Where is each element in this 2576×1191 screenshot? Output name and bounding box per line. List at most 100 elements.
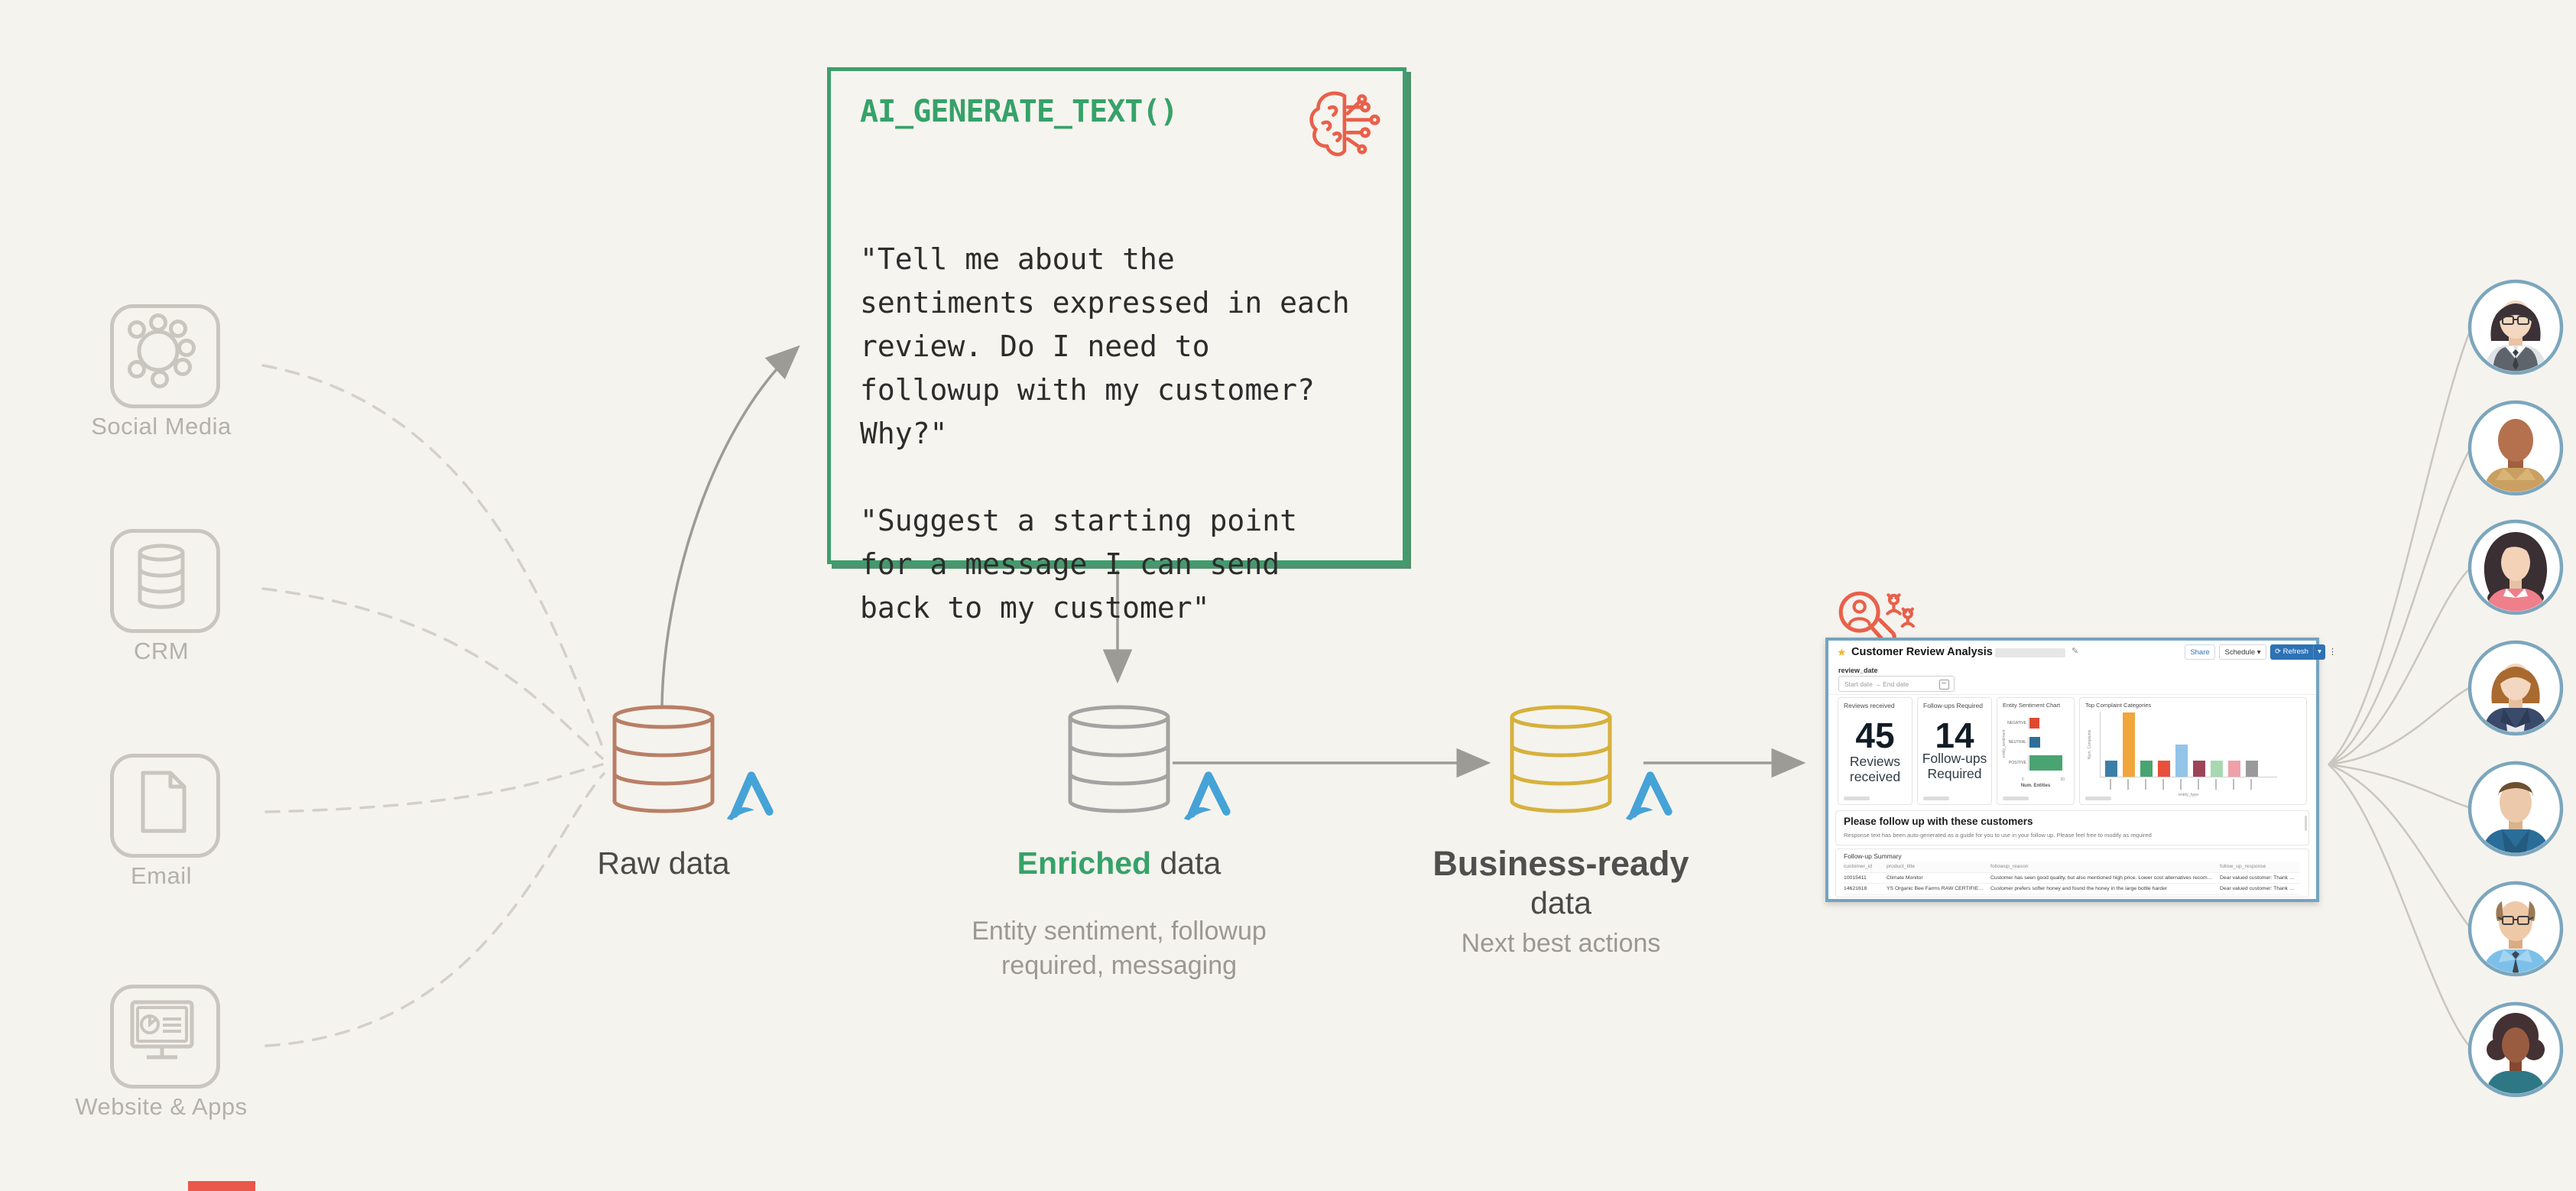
reviews-received-card: Reviews received 45 Reviews received	[1838, 697, 1913, 805]
complaints-x-axis-label: entity_type	[2178, 793, 2199, 797]
favorite-star-icon[interactable]: ★	[1837, 646, 1847, 658]
followup-heading: Please follow up with these customers	[1844, 816, 2033, 827]
avatar-woman-curly-pink	[2467, 519, 2564, 615]
brain-circuit-icon	[1309, 91, 1380, 157]
followup-table: customer_id product_title followup_reaso…	[1844, 862, 2299, 897]
avatar-man-blue-hoodie	[2467, 761, 2564, 857]
source-label: CRM	[133, 638, 190, 664]
date-range-input[interactable]: Start date → End date	[1838, 676, 1955, 692]
business-subtitle: Next best actions	[1461, 929, 1661, 958]
sentiment-x-axis-label: Num. Entities	[2020, 784, 2051, 788]
table-header-row: customer_id product_title followup_reaso…	[1844, 862, 2299, 872]
avatar-woman-bob-glasses	[2467, 279, 2564, 375]
crm-database-icon	[110, 529, 220, 633]
email-document-icon	[110, 754, 220, 858]
table-row: 14621618 YS Organic Bee Farms RAW CERTIF…	[1844, 883, 2299, 894]
date-range-placeholder: Start date → End date	[1844, 680, 1909, 688]
kebab-menu-icon[interactable]: ⋮	[2328, 647, 2337, 657]
red-accent-bar	[188, 1181, 255, 1191]
followup-subtext: Response text has been auto-generated as…	[1844, 832, 2152, 839]
website-apps-icon	[110, 985, 220, 1089]
card-caption: Follow-ups Required	[1923, 702, 1983, 709]
source-website-apps: Website & Apps	[75, 985, 247, 1120]
top-complaints-card: Top Complaint Categories Num. Complaints…	[2079, 697, 2307, 805]
source-label: Social Media	[91, 413, 232, 440]
followups-required-label: Follow-ups Required	[1922, 751, 1987, 781]
complaint-bar	[2105, 761, 2117, 777]
ai-prompt-1: "Tell me about the sentiments expressed …	[860, 242, 1367, 450]
card-footer-skeleton	[1844, 797, 1870, 800]
followup-heading-section: Please follow up with these customers Re…	[1835, 810, 2309, 845]
source-label: Email	[130, 862, 192, 889]
complaint-bar	[2123, 712, 2135, 777]
ai-prompt-2: "Suggest a starting point for a message …	[860, 504, 1315, 625]
enriched-subtitle: Entity sentiment, followup required, mes…	[972, 917, 1267, 980]
complaints-y-axis-label: Num. Complaints	[2088, 729, 2092, 759]
complaints-chart	[2100, 712, 2277, 777]
followup-table-title: Follow-up Summary	[1844, 852, 1902, 860]
avatar-woman-auburn-navy	[2467, 640, 2564, 736]
card-footer-skeleton	[1923, 797, 1949, 800]
business-data-cylinder	[1510, 705, 1612, 813]
blue-sail-logo	[726, 771, 774, 820]
dashboard-path-badge	[1995, 648, 2065, 657]
complaint-bar	[2193, 761, 2205, 777]
share-button[interactable]: Share	[2185, 644, 2215, 660]
reviews-received-value: 45	[1855, 716, 1895, 755]
avatar-fan-lines	[2328, 333, 2471, 1047]
avatar-bald-man-glasses-tie	[2467, 881, 2564, 977]
table-row: 82830710 No Pudge! Fat Free Fudge Browni…	[1844, 894, 2299, 897]
complaint-bar	[2246, 761, 2258, 777]
card-caption: Top Complaint Categories	[2085, 702, 2152, 709]
card-caption: Entity Sentiment Chart	[2003, 702, 2061, 709]
negative-bar	[2029, 718, 2039, 729]
card-footer-skeleton	[2003, 797, 2029, 800]
followups-required-card: Follow-ups Required 14 Follow-ups Requir…	[1917, 697, 1992, 805]
schedule-button[interactable]: Schedule ▾	[2219, 644, 2266, 660]
complaint-bar	[2175, 745, 2188, 777]
sentiment-chart: NEGATIVE NEUTRAL POSITIVE	[2003, 715, 2071, 775]
card-caption: Reviews received	[1844, 702, 1895, 709]
blue-sail-logo	[1625, 771, 1672, 820]
dashboard-title: Customer Review Analysis	[1851, 646, 1993, 658]
ai-generate-text-box: AI_GENERATE_TEXT() "Tell me about the se…	[827, 67, 1406, 625]
avatar-bald-man-tan	[2467, 400, 2564, 496]
dashed-source-connectors	[261, 364, 605, 1047]
edit-pencil-icon[interactable]: ✎	[2072, 647, 2079, 656]
neutral-bar	[2029, 737, 2041, 748]
refresh-button[interactable]: ⟳ Refresh	[2270, 644, 2313, 660]
complaints-x-tick-labels	[2104, 779, 2277, 792]
complaint-bar	[2158, 761, 2170, 777]
ai-function-title: AI_GENERATE_TEXT()	[860, 94, 1178, 129]
followups-required-value: 14	[1935, 716, 1974, 755]
filter-field-label: review_date	[1838, 667, 1878, 674]
enriched-highlight: Enriched	[1017, 845, 1152, 881]
source-social-media: Social Media	[91, 304, 231, 440]
calendar-icon	[1939, 680, 1949, 690]
dashboard-header: ★ Customer Review Analysis ✎ Share Sched…	[1828, 641, 2337, 664]
source-crm: CRM	[110, 529, 220, 664]
enriched-data-cylinder	[1068, 705, 1170, 813]
avatar-woman-afro-teal	[2467, 1001, 2564, 1098]
header-separator	[1828, 694, 2316, 695]
entity-sentiment-card: Entity Sentiment Chart entity_sentiment …	[1997, 697, 2075, 805]
raw-data-cylinder	[612, 705, 715, 813]
positive-bar	[2029, 755, 2062, 771]
scrollbar[interactable]	[2305, 816, 2307, 831]
source-label: Website & Apps	[75, 1093, 248, 1120]
reviews-received-label: Reviews received	[1849, 754, 1901, 784]
followup-table-section: Follow-up Summary customer_id product_ti…	[1835, 849, 2309, 897]
customer-review-dashboard: ★ Customer Review Analysis ✎ Share Sched…	[1825, 638, 2337, 902]
enriched-data-label: Enriched data	[1017, 845, 1221, 881]
card-footer-skeleton	[2085, 797, 2111, 800]
source-email: Email	[110, 754, 220, 889]
table-row: 10015411 Climate Monitor Customer has se…	[1844, 871, 2299, 884]
pipeline-arrows	[660, 345, 1806, 778]
complaint-bar	[2211, 761, 2223, 777]
business-data-label-1: Business-ready	[1432, 844, 1689, 883]
complaint-bar	[2228, 761, 2240, 777]
refresh-caret-button[interactable]: ▾	[2313, 644, 2325, 660]
